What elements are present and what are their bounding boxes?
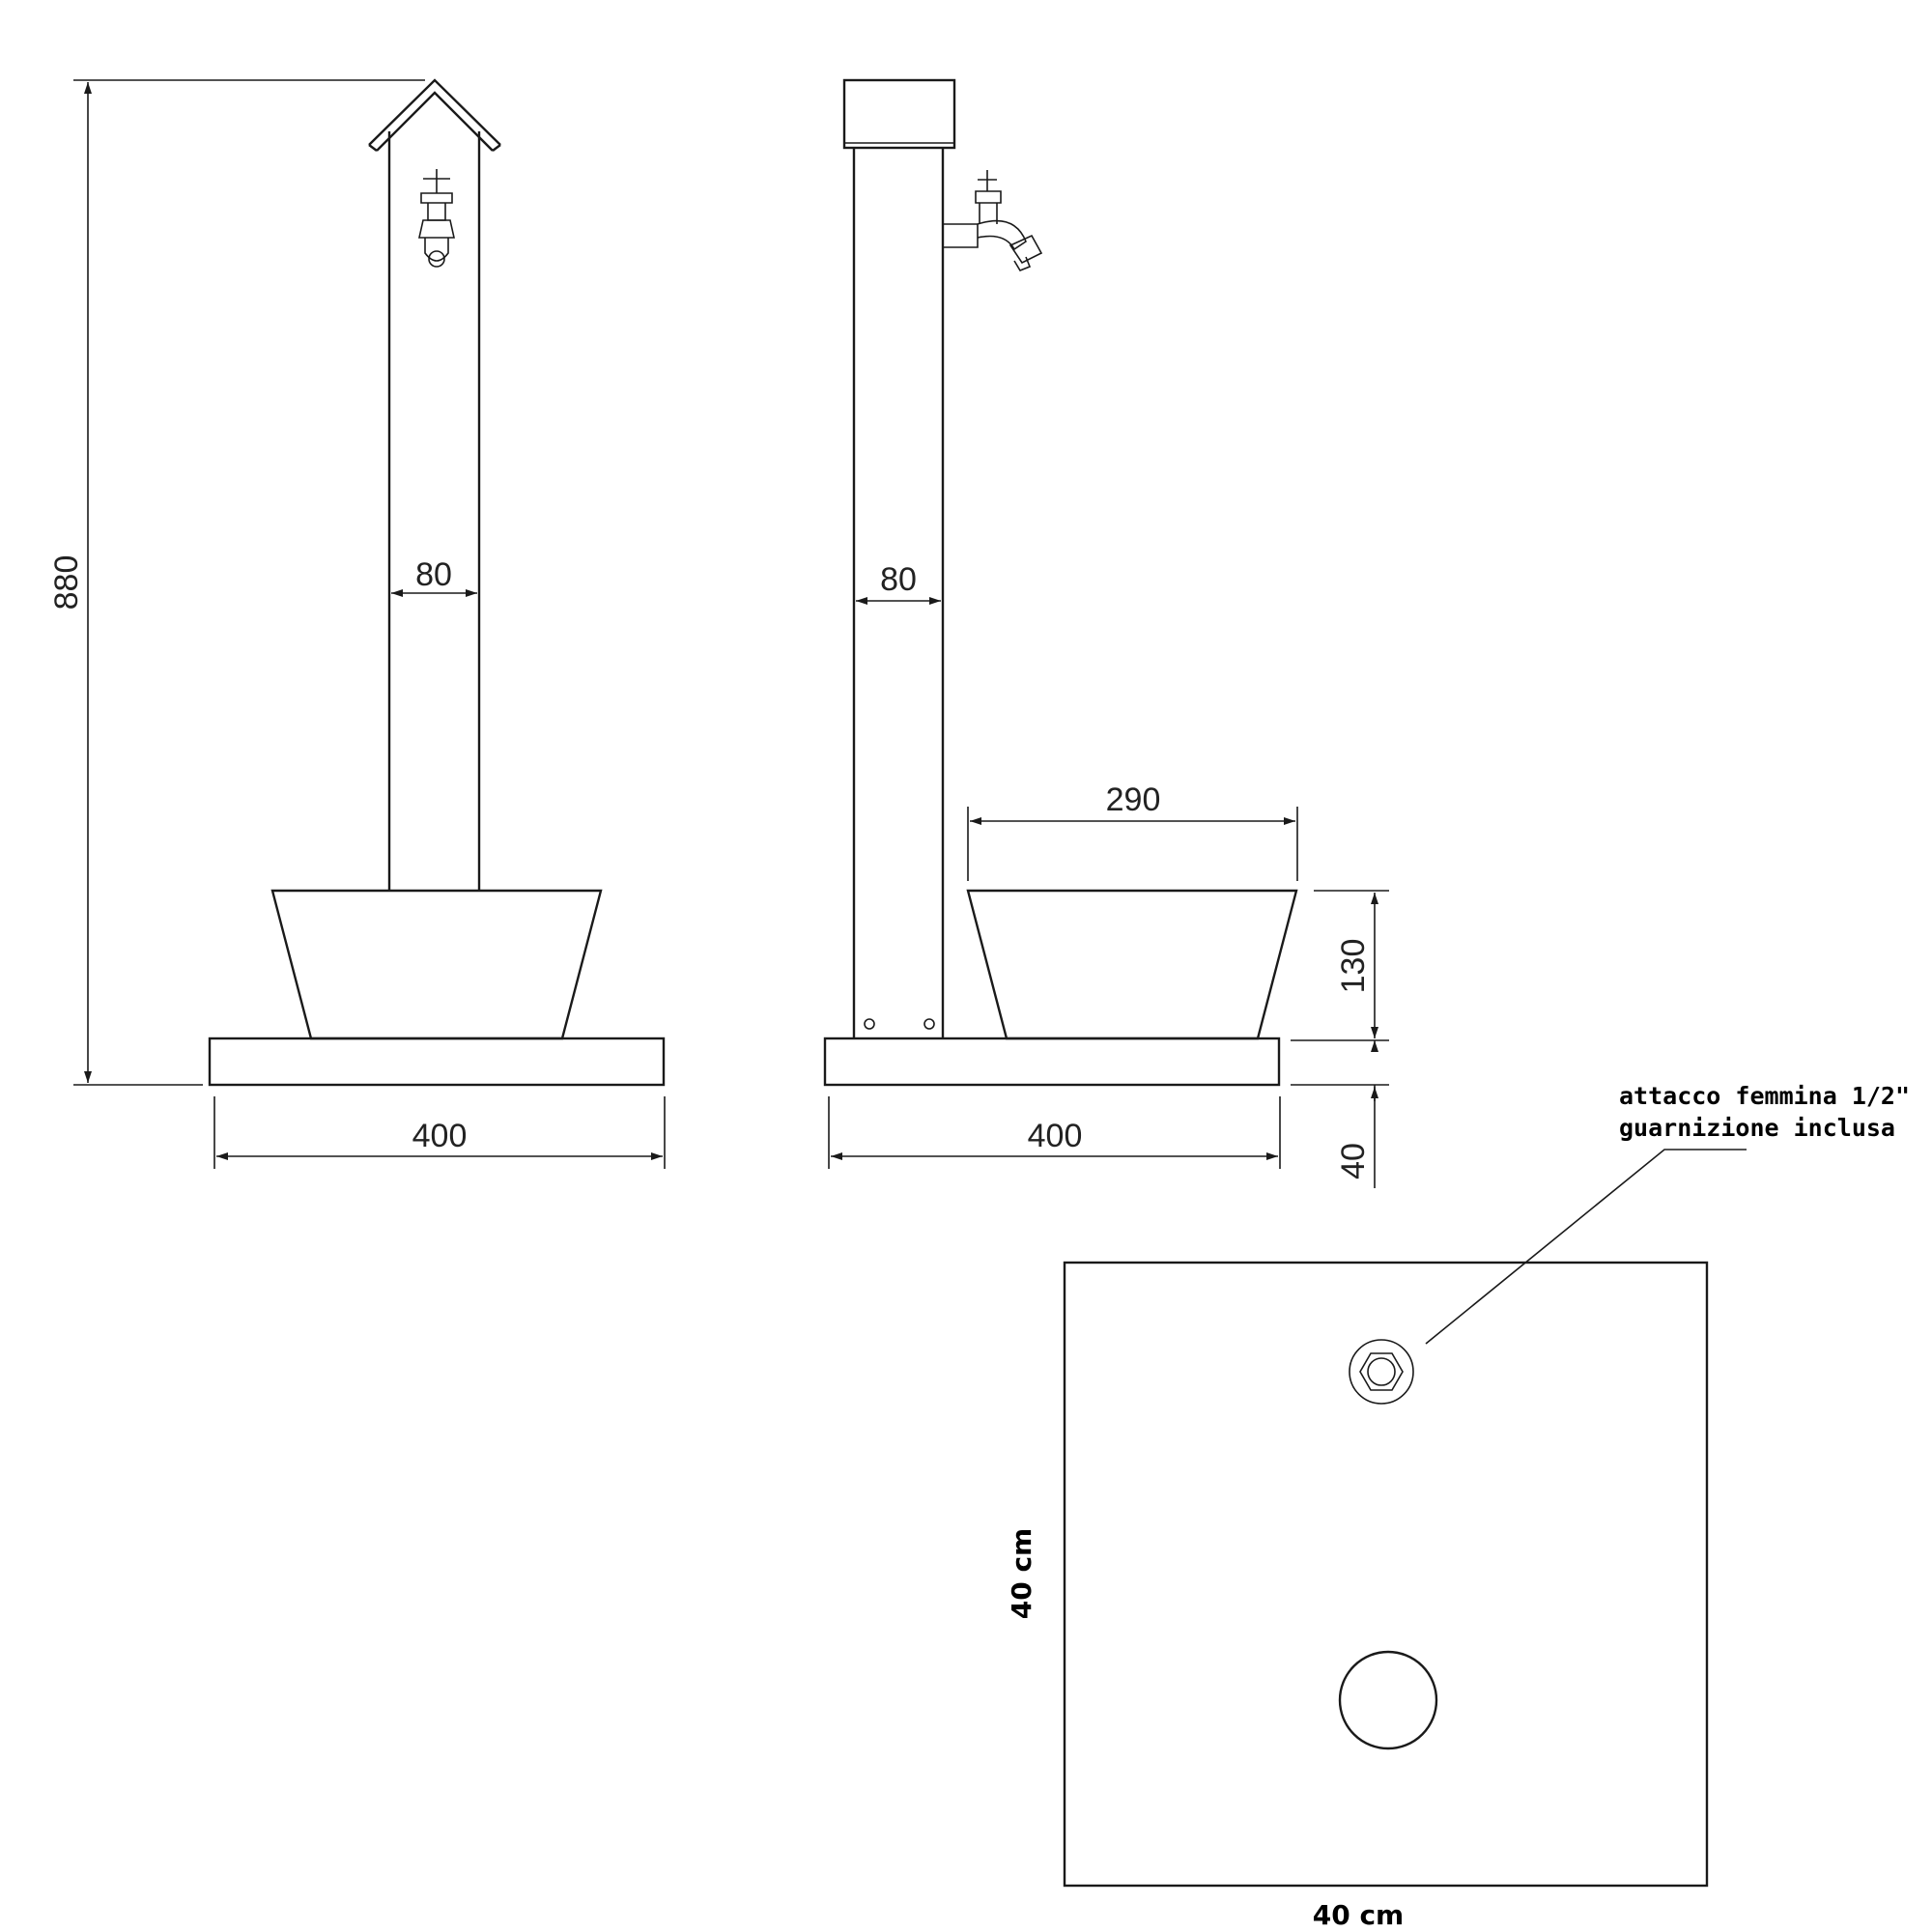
front-roof <box>368 78 501 152</box>
connection-leader-line <box>1425 1149 1747 1345</box>
plan-bottom-label: 40 cm <box>1313 1899 1405 1931</box>
side-basin-height-label: 130 <box>1335 939 1372 994</box>
front-height-dimension <box>73 79 425 1086</box>
side-basin-width-dimension <box>967 807 1298 881</box>
drain-hole <box>1338 1650 1438 1750</box>
side-cap <box>842 78 956 150</box>
side-base-width-dimension <box>828 1096 1281 1169</box>
front-base-width-label: 400 <box>412 1118 468 1154</box>
front-base-width-dimension <box>213 1096 666 1169</box>
front-column <box>387 131 481 891</box>
side-basin <box>966 889 1298 1040</box>
front-basin <box>270 889 603 1040</box>
front-height-label: 880 <box>48 555 85 611</box>
side-basin-width-label: 290 <box>1106 781 1161 818</box>
side-view: 80 290 130 40 400 <box>823 78 1389 1188</box>
side-base-height-label: 40 <box>1335 1143 1372 1179</box>
front-column-width-label: 80 <box>415 556 452 593</box>
front-base <box>208 1037 666 1087</box>
side-column-width-label: 80 <box>880 561 917 598</box>
side-base-width-label: 400 <box>1028 1118 1083 1154</box>
side-column-screw <box>864 1018 875 1030</box>
front-tap-icon <box>418 169 455 268</box>
side-column <box>852 148 945 1038</box>
side-height-dimensions <box>1291 890 1389 1188</box>
connection-note-line2: guarnizione inclusa <box>1619 1114 1895 1142</box>
plan-view: attacco femmina 1/2" guarnizione inclusa… <box>1006 1082 1910 1931</box>
side-base <box>823 1037 1281 1087</box>
hex-fitting-icon <box>1349 1339 1414 1405</box>
side-column-screw <box>923 1018 935 1030</box>
plan-outline <box>1063 1261 1709 1888</box>
plan-side-label: 40 cm <box>1006 1528 1037 1620</box>
front-view: 880 80 400 <box>48 78 666 1169</box>
side-tap-icon <box>943 170 1043 271</box>
connection-note-line1: attacco femmina 1/2" <box>1619 1082 1910 1110</box>
